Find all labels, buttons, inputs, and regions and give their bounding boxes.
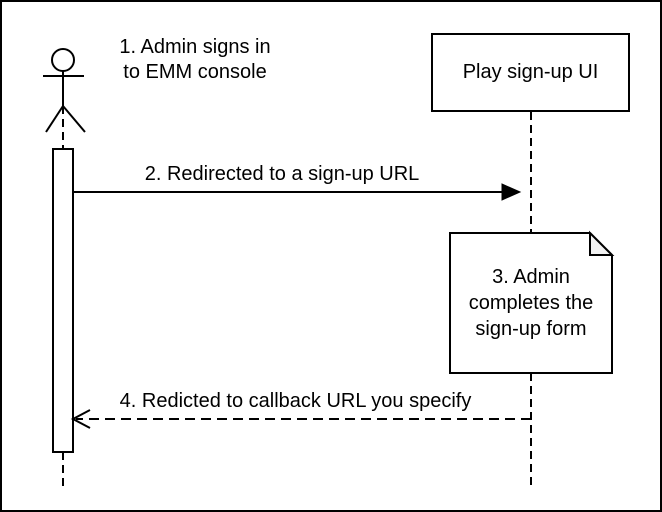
participant-label: Play sign-up UI [462,61,599,83]
message-4-label: 4. Redicted to callback URL you specify [119,390,472,412]
filled-arrowhead-icon [501,183,522,201]
message-2-arrow [73,183,522,201]
participant-box-play-signup-ui: Play sign-up UI [431,33,630,112]
message-4-arrow [70,409,531,429]
actor-leg-right [62,105,86,133]
actor-figure [43,48,86,133]
actor-head-icon [51,48,75,72]
note-shape [449,230,615,374]
actor-leg-left [45,105,64,133]
note-label: 3. Admin completes the sign-up form [468,266,594,340]
note-fold-icon [589,230,615,256]
message-2-label: 2. Redirected to a sign-up URL [144,163,420,185]
open-arrowhead-icon [70,409,91,429]
step1-label: 1. Admin signs in to EMM console [119,36,271,83]
